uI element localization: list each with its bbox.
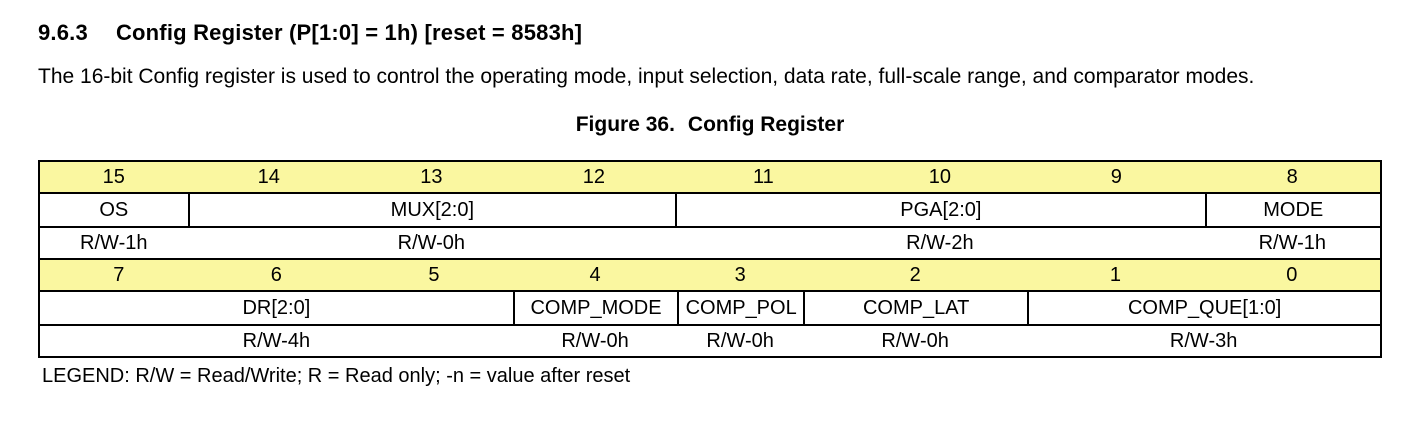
bit-cell-15: 15 xyxy=(102,165,125,188)
legend-text: LEGEND: R/W = Read/Write; R = Read only;… xyxy=(42,365,631,387)
section-title: Config Register (P[1:0] = 1h) [reset = 8… xyxy=(115,20,583,45)
field-cell-comp-lat: COMP_LAT xyxy=(802,292,1027,324)
field-cell-mode: MODE xyxy=(1204,194,1380,226)
figure-label: Figure 36. xyxy=(575,113,675,136)
bit-cell-3: 3 xyxy=(734,263,746,286)
field-cell-comp-mode: COMP_MODE xyxy=(512,292,678,324)
section-heading: 9.6.3 Config Register (P[1:0] = 1h) [res… xyxy=(38,20,1382,46)
access-cell-r-w-0h: R/W-0h xyxy=(706,329,774,352)
figure-title: Figure 36. Config Register xyxy=(38,113,1382,137)
bit-cell-10: 10 xyxy=(928,165,951,188)
field-cell-mux-2-0: MUX[2:0] xyxy=(187,194,676,226)
bit-cell-12: 12 xyxy=(582,165,605,188)
field-cell-os: OS xyxy=(99,198,129,221)
access-row-msb: R/W-1h R/W-0h R/W-2h R/W-1h xyxy=(40,228,1380,260)
bit-cell-11: 11 xyxy=(752,165,774,188)
figure-name: Config Register xyxy=(687,113,845,136)
bit-cell-0: 0 xyxy=(1286,263,1298,286)
bit-cell-2: 2 xyxy=(909,263,921,286)
bit-number-row-lsb: 7 6 5 4 3 2 1 0 xyxy=(40,260,1380,292)
access-cell-r-w-1h: R/W-1h xyxy=(80,231,148,254)
access-cell-r-w-3h: R/W-3h xyxy=(1169,329,1238,352)
access-cell-r-w-1h: R/W-1h xyxy=(1258,231,1326,254)
bit-cell-5: 5 xyxy=(428,263,440,286)
section-number: 9.6.3 xyxy=(38,20,88,45)
bit-cell-8: 8 xyxy=(1286,165,1298,188)
bit-cell-6: 6 xyxy=(270,263,282,286)
bit-cell-13: 13 xyxy=(420,165,443,188)
bit-cell-7: 7 xyxy=(113,263,125,286)
body-paragraph: The 16-bit Config register is used to co… xyxy=(38,65,1255,88)
bit-cell-4: 4 xyxy=(589,263,601,286)
field-cell-dr-2-0: DR[2:0] xyxy=(242,296,311,319)
access-row-lsb: R/W-4h R/W-0h R/W-0h R/W-0h R/W-3h xyxy=(40,326,1380,356)
field-row-msb: OS MUX[2:0]PGA[2:0]MODE xyxy=(40,194,1380,228)
field-cell-comp-que-1-0: COMP_QUE[1:0] xyxy=(1027,292,1380,324)
bit-cell-9: 9 xyxy=(1110,165,1122,188)
access-cell-r-w-0h: R/W-0h xyxy=(561,329,629,352)
bit-cell-1: 1 xyxy=(1109,263,1122,286)
access-cell-r-w-0h: R/W-0h xyxy=(397,231,466,254)
access-cell-r-w-2h: R/W-2h xyxy=(906,231,974,254)
bit-cell-14: 14 xyxy=(257,165,280,188)
field-cell-comp-pol: COMP_POL xyxy=(677,292,803,324)
access-cell-r-w-4h: R/W-4h xyxy=(242,329,311,352)
field-cell-pga-2-0: PGA[2:0] xyxy=(675,194,1204,226)
access-cell-r-w-0h: R/W-0h xyxy=(881,329,949,352)
document-page: 9.6.3 Config Register (P[1:0] = 1h) [res… xyxy=(38,20,1382,387)
bit-number-row-msb: 15 14 13 12 11 10 9 8 xyxy=(40,162,1380,194)
